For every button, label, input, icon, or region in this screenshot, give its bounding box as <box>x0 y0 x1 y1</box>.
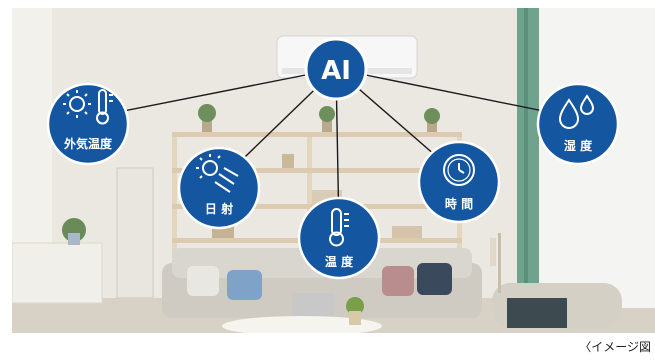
node-humidity: 湿 度 <box>536 82 620 166</box>
humidity-label: 湿 度 <box>564 138 593 153</box>
node-outdoor-temp: 外気温度 <box>46 82 130 166</box>
node-temperature: 温 度 <box>297 196 381 280</box>
cabinet <box>12 242 103 304</box>
sunlight-label: 日 射 <box>205 201 233 216</box>
living-room-scene: AI 外気温度 日 射 <box>12 8 655 333</box>
temperature-label: 温 度 <box>325 254 354 269</box>
outdoor-temp-label: 外気温度 <box>64 136 113 151</box>
image-caption: 〈イメージ図 <box>579 340 651 354</box>
water-drops-icon <box>558 94 595 129</box>
node-time: 時 間 <box>417 140 501 224</box>
ai-hub: AI <box>304 37 368 101</box>
sun-thermometer-icon <box>63 89 113 125</box>
sun-rays-icon <box>196 154 239 193</box>
clock-icon <box>443 154 475 186</box>
node-sunlight: 日 射 <box>177 146 261 230</box>
coffee-table <box>222 316 382 333</box>
time-label: 時 間 <box>445 196 473 211</box>
thermometer-icon <box>329 208 349 247</box>
ai-label: AI <box>321 56 351 86</box>
mirror <box>116 167 154 299</box>
